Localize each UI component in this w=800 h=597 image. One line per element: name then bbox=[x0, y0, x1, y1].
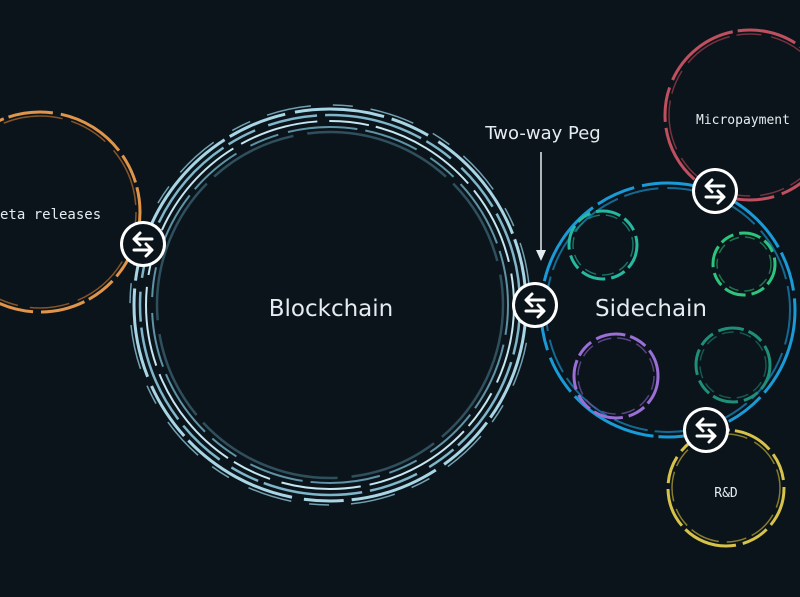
swap-arrows-icon bbox=[681, 405, 731, 455]
sidechain-label: Sidechain bbox=[595, 296, 707, 322]
swap-arrows-icon bbox=[510, 280, 560, 330]
beta-releases-ring bbox=[0, 110, 142, 314]
micropayments-label: Micropayment bbox=[696, 113, 790, 128]
rnd-label: R&D bbox=[714, 486, 738, 501]
sidechain-inner-ring-green bbox=[711, 231, 777, 297]
swap-arrows-icon bbox=[118, 219, 168, 269]
sidechain-inner-ring-purple bbox=[572, 332, 660, 420]
beta-releases-label: eta releases bbox=[0, 207, 101, 223]
sidechain-inner-ring-teal bbox=[567, 209, 639, 281]
two-way-peg-label: Two-way Peg bbox=[484, 123, 600, 144]
two-way-peg-arrow bbox=[536, 152, 546, 261]
blockchain-label: Blockchain bbox=[269, 296, 394, 322]
swap-arrows-icon bbox=[690, 166, 740, 216]
sidechain-inner-ring-teal-dark bbox=[694, 326, 772, 404]
micropayments-ring bbox=[663, 28, 800, 202]
